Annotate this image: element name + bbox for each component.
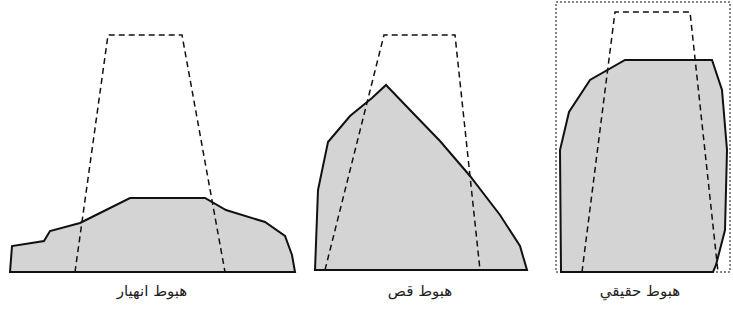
caption-label: هبوط قص	[388, 282, 452, 300]
cone-outline	[325, 35, 480, 270]
caption-label: هبوط حقيقي	[600, 282, 680, 300]
collapse-slump-shape	[10, 198, 295, 272]
frame-outline	[556, 2, 730, 272]
cone-outline	[75, 35, 225, 272]
cone-outline	[582, 12, 718, 272]
true-slump-shape	[560, 60, 727, 272]
caption-label: هبوط انهيار	[117, 282, 187, 300]
shear-slump-shape	[315, 85, 527, 270]
